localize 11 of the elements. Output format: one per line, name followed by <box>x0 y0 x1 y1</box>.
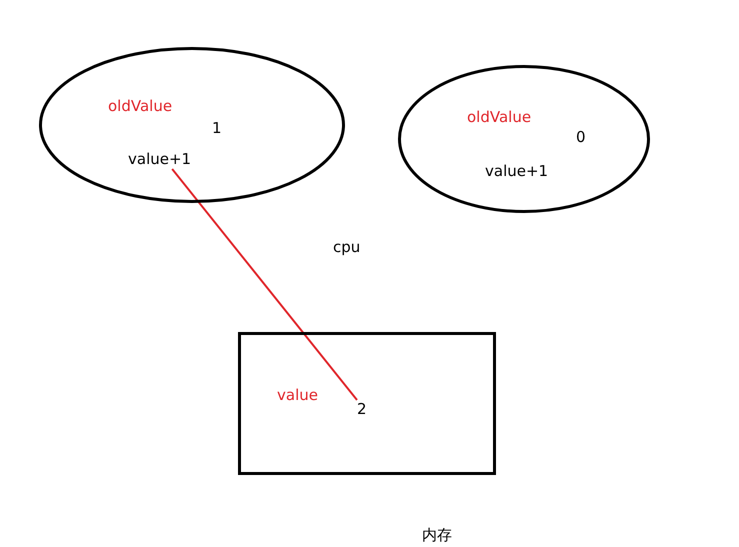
memory-label: 内存 <box>422 526 452 544</box>
value-text: value+1 <box>485 162 548 180</box>
variable-name: value <box>277 386 318 404</box>
value-number: 1 <box>212 119 222 137</box>
value-text: 2 <box>357 400 367 418</box>
cpu-label: cpu <box>333 238 360 256</box>
variable-name: oldValue <box>467 108 532 126</box>
value-number: 0 <box>576 128 586 146</box>
value-text: value+1 <box>128 150 192 168</box>
connector-line <box>171 168 358 401</box>
variable-name: oldValue <box>108 97 172 115</box>
